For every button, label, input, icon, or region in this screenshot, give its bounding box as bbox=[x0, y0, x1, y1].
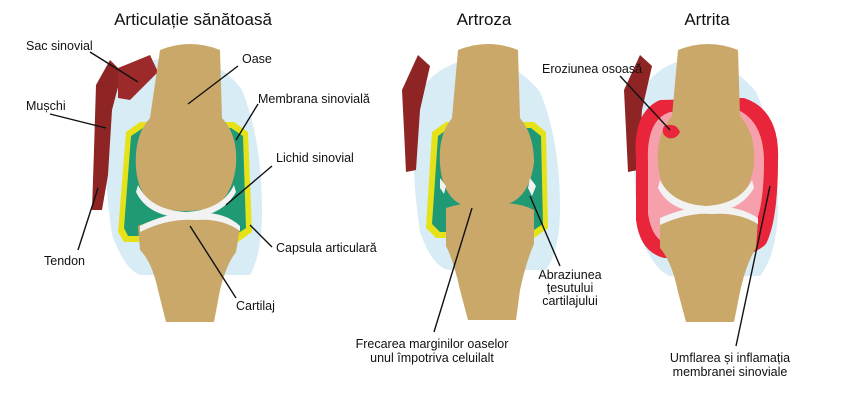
healthy-muscle bbox=[92, 60, 122, 210]
healthy-title: Articulație sănătoasă bbox=[114, 10, 272, 29]
label-bones: Oase bbox=[242, 52, 272, 66]
arthrosis-joint-illustration bbox=[402, 44, 560, 320]
label-bone-friction-2: unul împotriva celuilalt bbox=[370, 351, 494, 365]
label-synovial-sac: Sac sinovial bbox=[26, 39, 93, 53]
label-cartilage-abrasion-3: cartilajului bbox=[542, 294, 598, 308]
label-joint-capsule: Capsula articulară bbox=[276, 241, 377, 255]
arthritis-bone-erosion bbox=[662, 124, 680, 139]
label-synovial-membrane: Membrana sinovială bbox=[258, 92, 370, 106]
label-cartilage: Cartilaj bbox=[236, 299, 275, 313]
arthritis-upper-cartilage bbox=[658, 180, 754, 213]
arthrosis-upper-bone bbox=[439, 44, 534, 208]
arthrosis-lower-bone bbox=[446, 203, 534, 320]
label-bone-friction-1: Frecarea marginilor oaselor bbox=[356, 337, 509, 351]
healthy-lower-cartilage bbox=[140, 212, 240, 232]
arthrosis-callouts: Abraziunea țesutului cartilajului Frecar… bbox=[356, 195, 602, 365]
label-synovial-fluid: Lichid sinovial bbox=[276, 151, 354, 165]
arthritis-upper-bone bbox=[657, 44, 755, 207]
arthritis-joint-illustration bbox=[624, 44, 779, 322]
label-membrane-swelling-1: Umflarea și inflamația bbox=[670, 351, 790, 365]
arthrosis-muscle bbox=[402, 55, 430, 172]
label-membrane-swelling-2: membranei sinoviale bbox=[673, 365, 788, 379]
arthritis-lower-cartilage bbox=[660, 206, 758, 225]
label-muscle: Mușchi bbox=[26, 99, 66, 113]
label-tendon: Tendon bbox=[44, 254, 85, 268]
label-bone-erosion: Eroziunea osoasă bbox=[542, 62, 642, 76]
healthy-synovial-sac bbox=[118, 55, 158, 100]
label-cartilage-abrasion-1: Abraziunea bbox=[538, 268, 601, 282]
arthritis-title: Artrita bbox=[684, 10, 730, 29]
arthritis-muscle bbox=[624, 55, 652, 172]
arthritis-callouts: Eroziunea osoasă Umflarea și inflamația … bbox=[542, 62, 790, 379]
healthy-callouts: Sac sinovial Mușchi Tendon Oase Membrana… bbox=[26, 39, 377, 313]
label-cartilage-abrasion-2: țesutului bbox=[547, 281, 594, 295]
healthy-lower-bone bbox=[138, 213, 240, 322]
healthy-joint-illustration bbox=[92, 44, 262, 322]
arthritis-lower-bone bbox=[660, 207, 758, 322]
healthy-upper-cartilage bbox=[136, 185, 236, 218]
arthrosis-title: Artroza bbox=[457, 10, 512, 29]
